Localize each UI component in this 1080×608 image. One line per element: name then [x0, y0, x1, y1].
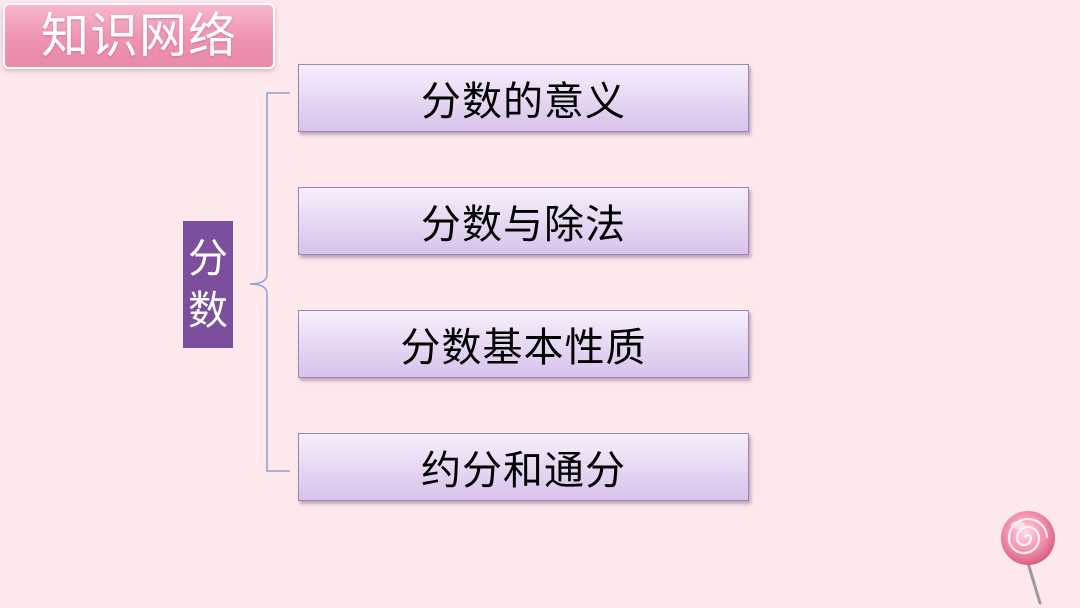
topic-node-label: 约分和通分 — [421, 448, 626, 494]
root-node-char-2: 数 — [188, 287, 228, 334]
topic-node-reduction-and-common-denominator: 约分和通分 — [298, 433, 749, 501]
page-title: 知识网络 — [40, 8, 237, 64]
topic-node-label: 分数基本性质 — [400, 325, 647, 371]
root-node: 分 数 — [183, 221, 233, 348]
topic-node-fractions-and-division: 分数与除法 — [298, 187, 749, 255]
topic-node-basic-property-of-fractions: 分数基本性质 — [298, 310, 749, 378]
root-node-char-1: 分 — [188, 235, 228, 282]
topic-node-label: 分数与除法 — [421, 202, 626, 248]
lollipop-icon — [1001, 511, 1055, 605]
title-badge: 知识网络 — [3, 3, 275, 69]
topic-node-label: 分数的意义 — [421, 79, 626, 125]
topic-node-meaning-of-fractions: 分数的意义 — [298, 64, 749, 132]
